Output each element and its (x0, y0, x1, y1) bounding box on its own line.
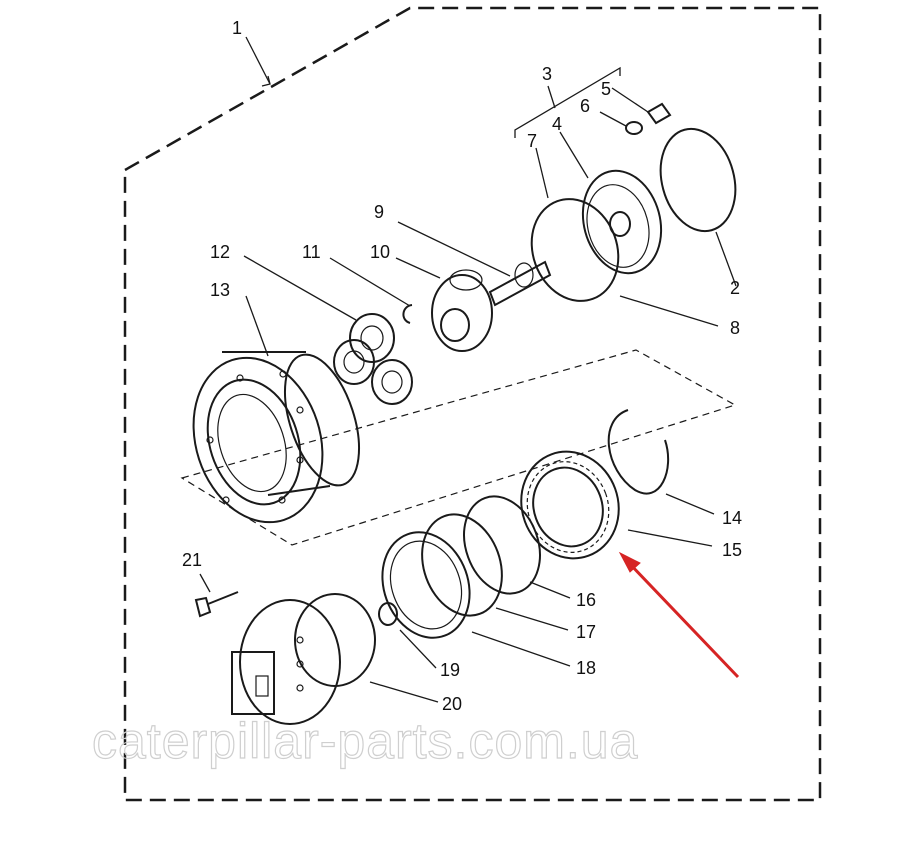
part-4-cover (581, 169, 663, 275)
callout-4: 4 (552, 114, 562, 134)
part-17-seal (421, 513, 503, 617)
part-11-snap-ring (402, 304, 413, 324)
callout-20: 20 (442, 694, 462, 714)
callout-17: 17 (576, 622, 596, 642)
part-5-bolt (646, 102, 672, 125)
callout-7: 7 (527, 131, 537, 151)
part-2-retaining-ring (659, 127, 737, 233)
callout-9: 9 (374, 202, 384, 222)
callout-19: 19 (440, 660, 460, 680)
callout-5: 5 (601, 79, 611, 99)
callout-10: 10 (370, 242, 390, 262)
part-18-floating-seal (381, 531, 471, 639)
part-13-housing (192, 351, 360, 524)
part-14-circlip (607, 409, 670, 495)
subassembly-plane (180, 349, 737, 546)
callout-14: 14 (722, 508, 742, 528)
part-19-washer (378, 602, 398, 626)
assembly-boundary (123, 6, 822, 802)
part-10-carrier (431, 269, 493, 352)
part-15-bearing (520, 450, 620, 560)
part-21-bolt (194, 591, 239, 618)
callout-12: 12 (210, 242, 230, 262)
callout-15: 15 (722, 540, 742, 560)
part-20-travel-motor (231, 593, 376, 725)
highlight-arrow (618, 551, 740, 679)
leader-lines (199, 36, 737, 703)
part-7-o-ring (530, 198, 620, 302)
callout-1: 1 (232, 18, 242, 38)
callout-6: 6 (580, 96, 590, 116)
callout-18: 18 (576, 658, 596, 678)
callout-2: 2 (730, 278, 740, 298)
callout-3: 3 (542, 64, 552, 84)
callout-21: 21 (182, 550, 202, 570)
callout-11: 11 (302, 242, 321, 262)
watermark: caterpillar-parts.com.ua (92, 713, 638, 769)
callout-8: 8 (730, 318, 740, 338)
part-12-planet-gears (333, 313, 413, 405)
callout-16: 16 (576, 590, 596, 610)
part-9-sun-shaft (488, 260, 552, 307)
part-6-washer (625, 121, 643, 135)
part-16-seal (463, 495, 541, 595)
callout-13: 13 (210, 280, 230, 300)
